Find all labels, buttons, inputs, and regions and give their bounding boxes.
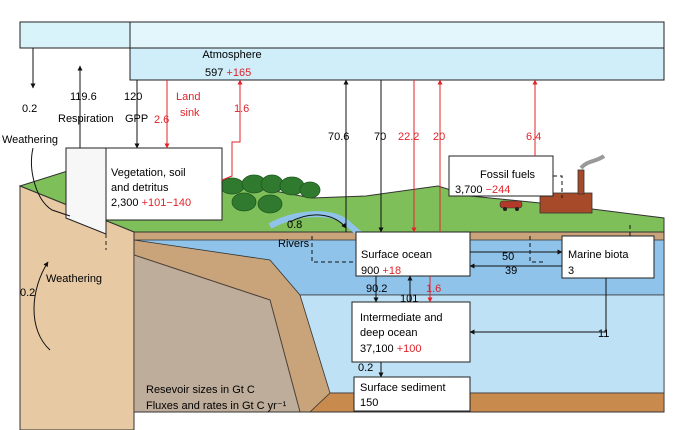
- ocean-down-value: 70: [374, 131, 386, 143]
- deep-up-value: 101: [400, 293, 418, 305]
- weathering-lower-arrow: [33, 261, 51, 351]
- rivers-arrow: [289, 214, 347, 229]
- rivers-label: Rivers: [278, 238, 310, 250]
- deep-ocean-reservoir: 37,100 +100: [360, 343, 422, 355]
- deep-ocean-label-2: deep ocean: [360, 327, 418, 339]
- ocean-up-value: 70.6: [328, 131, 349, 143]
- biota-dashed-link: [529, 236, 545, 263]
- fossil-emission-value: 6.4: [526, 131, 541, 143]
- sediment-box: [353, 376, 471, 412]
- gpp-label: GPP: [125, 113, 148, 125]
- deep-ocean-value: 37,100: [360, 343, 394, 355]
- biota-to-deep-value: 11: [598, 328, 609, 340]
- weathering-top-value: 0.2: [22, 103, 37, 115]
- marine-biota-box: [561, 235, 655, 279]
- atmosphere-slab: [19, 21, 665, 81]
- vegetation-box: [65, 147, 223, 250]
- fossil-fuels-change: −244: [486, 184, 511, 196]
- weathering-lower-label: Weathering: [46, 273, 102, 285]
- vegetation-label-1: Vegetation, soil: [111, 167, 186, 179]
- fossil-fuels-title: Fossil fuels: [480, 169, 536, 181]
- land-sink-label-1: Land: [176, 91, 200, 103]
- car-icon: [499, 200, 523, 211]
- sediment-flux-value: 0.2: [358, 362, 373, 374]
- surface-ocean-value: 900: [361, 265, 379, 277]
- vegetation-change: +101−140: [142, 197, 192, 209]
- rivers-dashed-link: [311, 236, 356, 263]
- fossil-to-factory-link: [553, 175, 563, 198]
- fossil-fuels-value: 3,700: [455, 184, 483, 196]
- sediment-title: Surface sediment: [360, 382, 446, 394]
- respiration-label: Respiration: [58, 113, 114, 125]
- marine-biota-value: 3: [568, 265, 574, 277]
- deep-down-value: 90.2: [366, 283, 387, 295]
- vegetation-label-2: and detritus: [111, 182, 169, 194]
- atmosphere-title: Atmosphere: [202, 49, 261, 61]
- weathering-curve-upper: [31, 147, 71, 217]
- atmosphere-value: 597: [205, 67, 223, 79]
- fossil-fuels-box: [448, 155, 554, 197]
- rivers-value: 0.8: [287, 219, 302, 231]
- surface-ocean-box: [355, 231, 471, 277]
- land-use-value: 1.6: [234, 103, 249, 115]
- deep-ocean-label-1: Intermediate and: [360, 312, 443, 324]
- vegetation-reservoir: 2,300 +101−140: [111, 197, 191, 209]
- surface-ocean-change: +18: [382, 265, 401, 277]
- surface-ocean-reservoir: 900 +18: [361, 265, 401, 277]
- ocean-human-up-value: 20: [433, 131, 445, 143]
- legend-reservoir-units: Resevoir sizes in Gt C: [146, 384, 255, 396]
- deep-ocean-change: +100: [397, 343, 422, 355]
- respiration-value: 119.6: [70, 91, 97, 103]
- marine-biota-title: Marine biota: [568, 249, 629, 261]
- deep-human-value: 1.6: [426, 283, 441, 295]
- fossil-fuels-reservoir: 3,700 −244: [455, 184, 510, 196]
- legend-flux-units: Fluxes and rates in Gt C yr⁻¹: [146, 400, 287, 412]
- surface-ocean-title: Surface ocean: [361, 249, 432, 261]
- biota-to-deep-arrow: [469, 278, 607, 335]
- land-use-arrow: [221, 79, 243, 181]
- weathering-lower-value: 0.2: [20, 287, 35, 299]
- ocean-human-down-value: 22.2: [398, 131, 419, 143]
- biota-out-value: 39: [505, 265, 517, 277]
- vegetation-value: 2,300: [111, 197, 139, 209]
- atmosphere-reservoir: 597 +165: [205, 67, 251, 79]
- land-sink-label-2: sink: [180, 107, 200, 119]
- atmosphere-change: +165: [226, 67, 251, 79]
- land-sink-value: 2.6: [154, 114, 169, 126]
- biota-in-value: 50: [502, 251, 514, 263]
- weathering-label: Weathering: [2, 134, 58, 146]
- gpp-value: 120: [124, 91, 142, 103]
- factory-icon: [539, 154, 606, 214]
- sediment-value: 150: [360, 397, 378, 409]
